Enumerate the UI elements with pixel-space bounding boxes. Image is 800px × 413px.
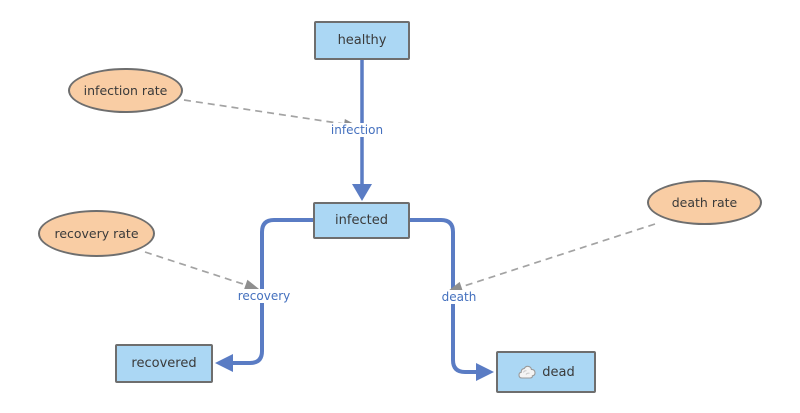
transition-label-death[interactable]: death <box>438 290 480 304</box>
variable-recovery-rate-label: recovery rate <box>54 226 139 241</box>
variable-death-rate-label: death rate <box>671 195 738 210</box>
variable-infection-rate[interactable]: infection rate <box>68 68 183 113</box>
cloud-icon <box>517 364 537 380</box>
node-healthy-label: healthy <box>337 33 387 48</box>
variable-infection-rate-label: infection rate <box>83 83 168 98</box>
edge-infected-dead-arrowhead <box>476 363 494 381</box>
edge-death-rate-death[interactable] <box>446 223 656 296</box>
node-infected-label: infected <box>335 213 388 228</box>
edge-death-rate-arrowhead <box>448 281 463 292</box>
edge-healthy-infected[interactable] <box>352 60 372 201</box>
edge-recovery-rate-arrowhead <box>244 279 259 290</box>
edge-healthy-infected-arrowhead <box>352 184 372 201</box>
transition-label-recovery[interactable]: recovery <box>234 289 294 303</box>
node-dead-label: dead <box>542 364 575 380</box>
node-recovered-label: recovered <box>131 356 197 371</box>
node-dead[interactable]: dead <box>496 351 596 393</box>
node-infected[interactable]: infected <box>313 202 410 239</box>
edge-infected-recovered-arrowhead <box>215 354 233 372</box>
variable-recovery-rate[interactable]: recovery rate <box>38 210 155 257</box>
edge-recovery-rate-recovery[interactable] <box>144 251 261 294</box>
variable-death-rate[interactable]: death rate <box>647 180 762 225</box>
transition-label-infection[interactable]: infection <box>327 123 387 137</box>
node-healthy[interactable]: healthy <box>314 21 410 60</box>
node-recovered[interactable]: recovered <box>115 344 213 383</box>
